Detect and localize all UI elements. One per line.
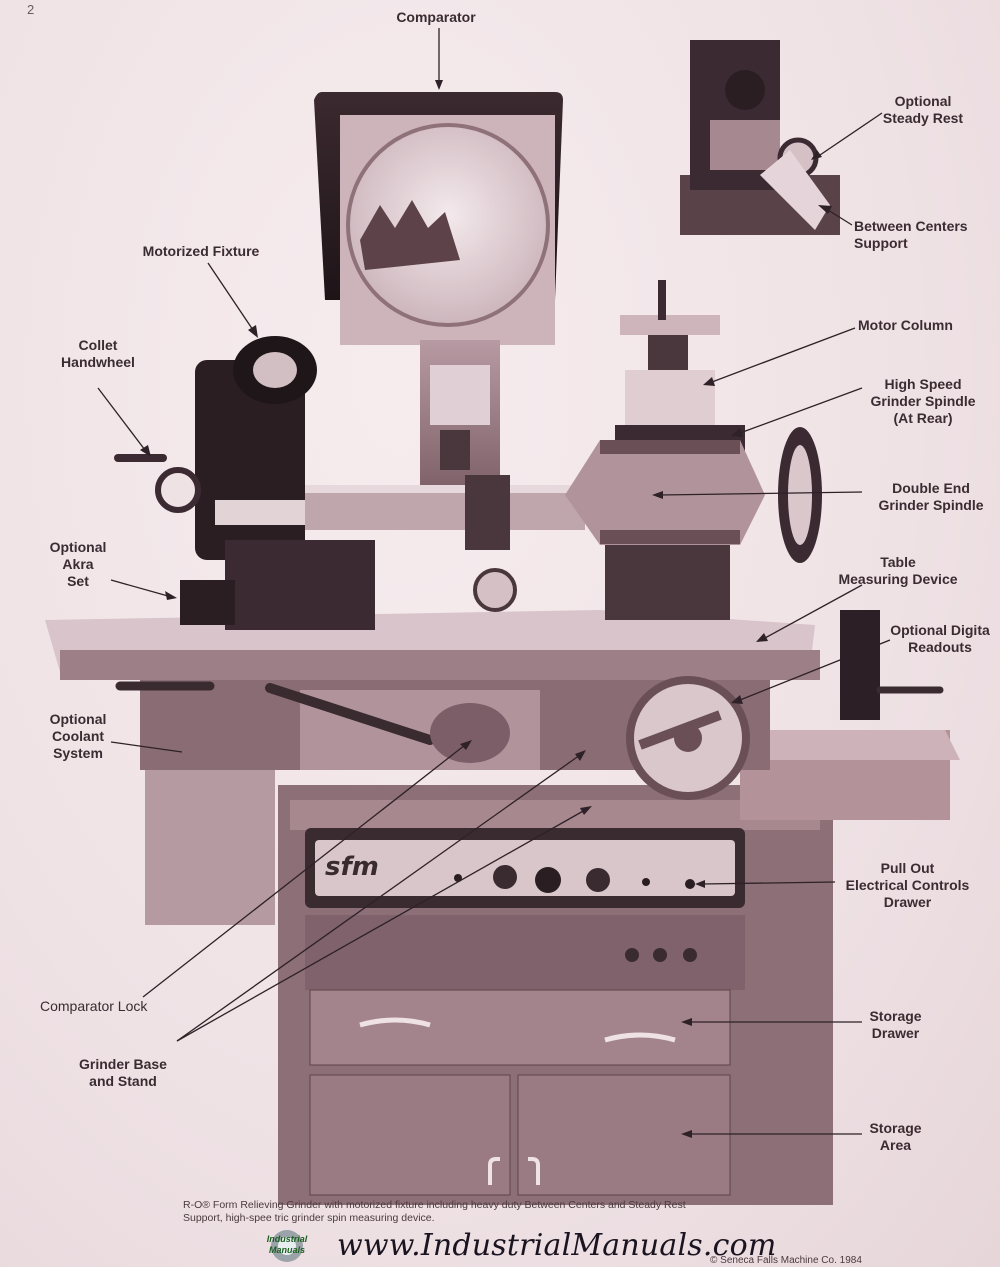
digital-readout-unit bbox=[840, 610, 944, 720]
gear-icon bbox=[271, 1230, 303, 1262]
motorized-fixture bbox=[180, 336, 375, 630]
label-motorized-fixture: Motorized Fixture bbox=[142, 243, 260, 259]
page-number: 2 bbox=[27, 2, 35, 17]
comparator-unit bbox=[314, 92, 563, 490]
spindle-bar bbox=[285, 475, 585, 612]
copyright: © Seneca Falls Machine Co. 1984 bbox=[710, 1255, 862, 1266]
inset-photo-steady-rest bbox=[680, 40, 840, 235]
storage-drawer bbox=[309, 989, 731, 1066]
akra-set bbox=[180, 580, 235, 625]
collet-handwheel bbox=[114, 454, 201, 513]
control-knob bbox=[493, 865, 517, 889]
control-knob bbox=[535, 867, 561, 893]
watermark-url: www.IndustrialManuals.com bbox=[337, 1228, 777, 1263]
storage-area-door bbox=[517, 1074, 731, 1196]
label-comparator-lock: Comparator Lock bbox=[40, 998, 148, 1014]
motor-column bbox=[615, 280, 745, 465]
machine-table bbox=[45, 610, 820, 800]
grinder-stand bbox=[145, 730, 960, 1205]
label-comparator: Comparator bbox=[396, 9, 476, 25]
label-motor-column: Motor Column bbox=[858, 317, 953, 333]
figure-caption: R-O® Form Relieving Grinder with motoriz… bbox=[183, 1199, 686, 1224]
double-end-grinder-spindle bbox=[565, 427, 822, 620]
storage-area-door bbox=[309, 1074, 511, 1196]
grinder-base-knob bbox=[430, 703, 510, 763]
leader-lines bbox=[97, 28, 891, 1138]
industrial-manuals-logo: Industrial Manuals bbox=[247, 1228, 327, 1264]
machine-brand-logo: sfm bbox=[325, 852, 379, 882]
control-knob bbox=[586, 868, 610, 892]
comparator-lock-lever bbox=[265, 683, 435, 745]
